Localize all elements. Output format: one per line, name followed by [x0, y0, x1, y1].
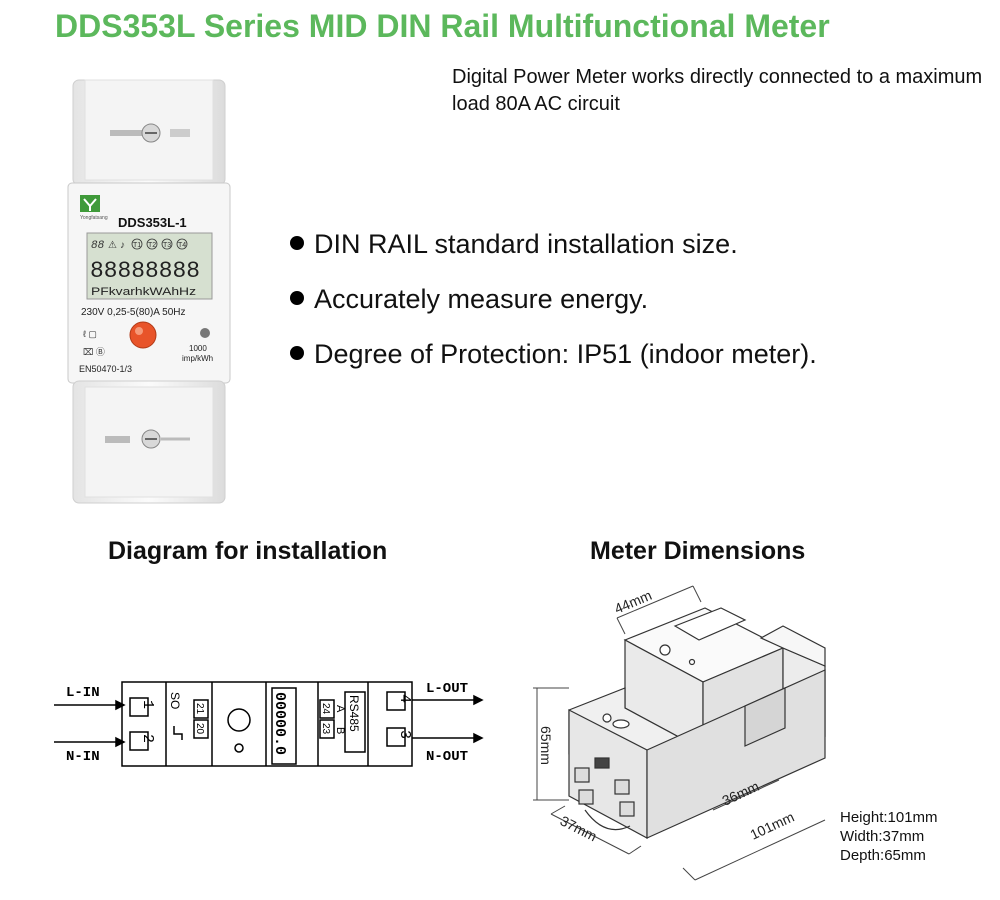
impulse-unit: imp/kWh — [182, 354, 213, 363]
dim-width-top: 44mm — [612, 587, 654, 617]
dim-length: 101mm — [748, 808, 797, 842]
rs485-pin-23: 23 — [320, 723, 331, 735]
logo-text: Yongfatsang — [80, 215, 108, 221]
feature-item: DIN RAIL standard installation size. — [290, 222, 817, 277]
feature-item: Degree of Protection: IP51 (indoor meter… — [290, 332, 817, 387]
thermometer-icon: ℓ ▢ — [83, 329, 97, 339]
bell-icon: ♪ — [120, 240, 125, 251]
dimension-specs: Height:101mm Width:37mm Depth:65mm — [840, 808, 938, 865]
warning-icon: ⚠ — [108, 240, 117, 251]
l-in-label: L-IN — [66, 685, 100, 701]
bullet-icon — [290, 345, 304, 360]
l-out-label: L-OUT — [426, 681, 468, 697]
installation-title: Diagram for installation — [108, 537, 388, 565]
spec-width: Width:37mm — [840, 828, 925, 845]
pulse-led-icon — [200, 328, 210, 338]
terminal-2: 2 — [139, 734, 156, 743]
so-pin-20: 20 — [194, 723, 205, 735]
lcd-digits: 88888888 — [90, 258, 200, 284]
rs485-pin-24: 24 — [320, 703, 331, 715]
dim-depth: 65mm — [538, 726, 554, 765]
scroll-button[interactable] — [129, 321, 157, 349]
lcd-top-digits: 88 — [91, 240, 105, 252]
n-in-label: N-IN — [66, 749, 100, 765]
standard-label: EN50470-1/3 — [79, 364, 132, 374]
lcd-units: PFkvarhkWAhHz — [91, 286, 196, 298]
page-title: DDS353L Series MID DIN Rail Multifunctio… — [55, 8, 830, 44]
so-label: SO — [168, 692, 182, 709]
dimensions-drawing: 44mm 65mm 37mm 101mm 36mm — [533, 585, 826, 881]
dimensions-title: Meter Dimensions — [590, 537, 806, 565]
bullet-icon — [290, 235, 304, 250]
arrow-icon — [115, 736, 126, 748]
terminal-4: 4 — [396, 694, 413, 703]
feature-list: DIN RAIL standard installation size. Acc… — [290, 222, 817, 387]
bullet-icon — [290, 290, 304, 305]
tariff-t1: T1 — [133, 242, 141, 249]
rs485-label: RS485 — [347, 695, 361, 732]
intro-text: Digital Power Meter works directly conne… — [452, 66, 983, 115]
rs485-a: A — [334, 705, 346, 713]
installation-diagram: L-IN N-IN L-OUT N-OUT 1 2 4 3 SO 21 20 2… — [54, 681, 484, 767]
feature-item: Accurately measure energy. — [290, 277, 817, 332]
weee-icon: ⌧ Ⓑ — [83, 347, 105, 357]
tariff-t4: T4 — [178, 242, 186, 249]
rating-label: 230V 0,25-5(80)A 50Hz — [81, 307, 186, 318]
arrow-icon — [115, 699, 126, 711]
model-label: DDS353L-1 — [118, 215, 187, 230]
tariff-t3: T3 — [163, 242, 171, 249]
lcd-display — [86, 232, 213, 300]
spec-height: Height:101mm — [840, 809, 938, 826]
dim-width: 37mm — [558, 812, 600, 844]
rs485-b: B — [334, 727, 346, 734]
counter-display: 00000.0 — [271, 692, 288, 755]
n-out-label: N-OUT — [426, 749, 468, 765]
arrow-icon — [473, 694, 484, 706]
meter-photo: Yongfatsang DDS353L-1 88 ⚠ ♪ T1 T2 T3 T4… — [67, 79, 231, 504]
terminal-3: 3 — [396, 730, 413, 739]
spec-depth: Depth:65mm — [840, 847, 926, 864]
arrow-icon — [473, 732, 484, 744]
so-pin-21: 21 — [194, 703, 205, 715]
tariff-t2: T2 — [148, 242, 156, 249]
impulse-value: 1000 — [189, 344, 207, 353]
terminal-1: 1 — [139, 700, 156, 709]
